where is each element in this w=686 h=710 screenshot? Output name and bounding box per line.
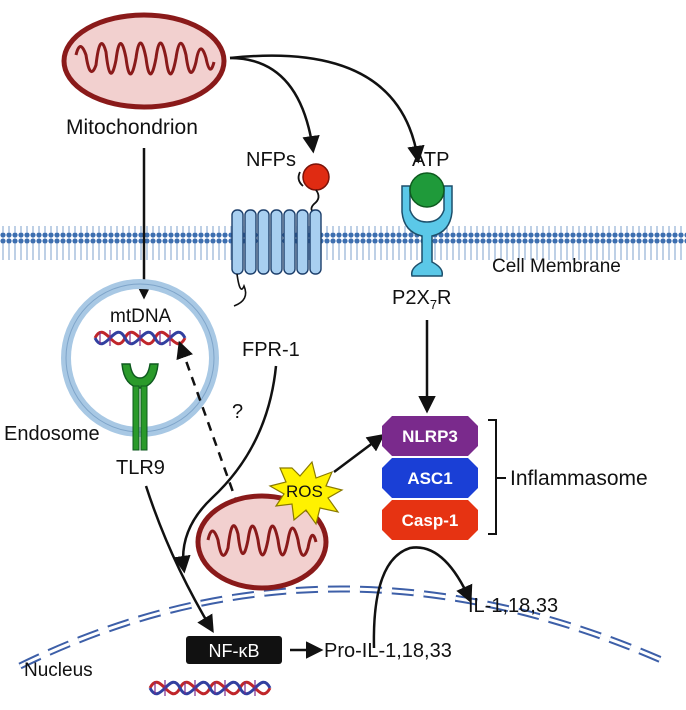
ros-label: ROS: [286, 482, 323, 501]
inflammasome-bracket: [488, 419, 506, 535]
fpr1-receptor-icon: [231, 209, 322, 307]
il-label: IL-1,18,33: [468, 595, 558, 617]
nfp-molecule: [302, 163, 330, 191]
tlr9-receptor-icon: [121, 363, 159, 451]
svg-text:NLRP3: NLRP3: [402, 427, 458, 446]
nfkb-box: [186, 636, 282, 664]
nfkb-label: NF-κB: [209, 641, 260, 661]
p2x7r-receptor-icon: [401, 185, 453, 277]
mtdna-label: mtDNA: [110, 306, 172, 327]
asc1-box: ASC1: [382, 458, 478, 498]
svg-text:ASC1: ASC1: [407, 469, 452, 488]
fpr1-to-nfkb-arrow: [173, 365, 278, 574]
cell-membrane: [0, 226, 686, 260]
endosome-icon: [61, 279, 219, 437]
ros-to-nlrp3-arrow: [333, 433, 385, 473]
question-mark: ?: [232, 401, 243, 423]
inflammasome-label: Inflammasome: [510, 467, 648, 490]
nuclear-dna-icon: [148, 680, 272, 696]
mito-to-nfps-arrow: [229, 56, 320, 154]
ros-burst-icon: [268, 460, 344, 526]
fpr1-label: FPR-1: [242, 339, 300, 361]
p2x7r-label: P2X7R: [392, 287, 452, 312]
atp-label: ATP: [412, 149, 449, 171]
mitochondrion-label: Mitochondrion: [66, 116, 198, 139]
mito-to-atp-arrow: [229, 54, 425, 164]
casp1-box: Casp-1: [382, 500, 478, 540]
nucleus-label: Nucleus: [24, 660, 93, 681]
mtdna-dna-icon: [93, 330, 187, 346]
tlr9-label: TLR9: [116, 457, 165, 479]
nlrp3-box: NLRP3: [382, 416, 478, 456]
svg-text:Casp-1: Casp-1: [402, 511, 459, 530]
cell-membrane-label: Cell Membrane: [492, 256, 621, 277]
pro-il-label: Pro-IL-1,18,33: [324, 640, 452, 662]
processing-arrow: [372, 546, 473, 649]
atp-molecule: [409, 172, 445, 208]
mito-to-mtdna-dashed-arrow: [176, 340, 240, 507]
endosome-label: Endosome: [4, 423, 100, 445]
nfps-label: NFPs: [246, 149, 296, 171]
mitochondrion-icon: [61, 12, 227, 110]
